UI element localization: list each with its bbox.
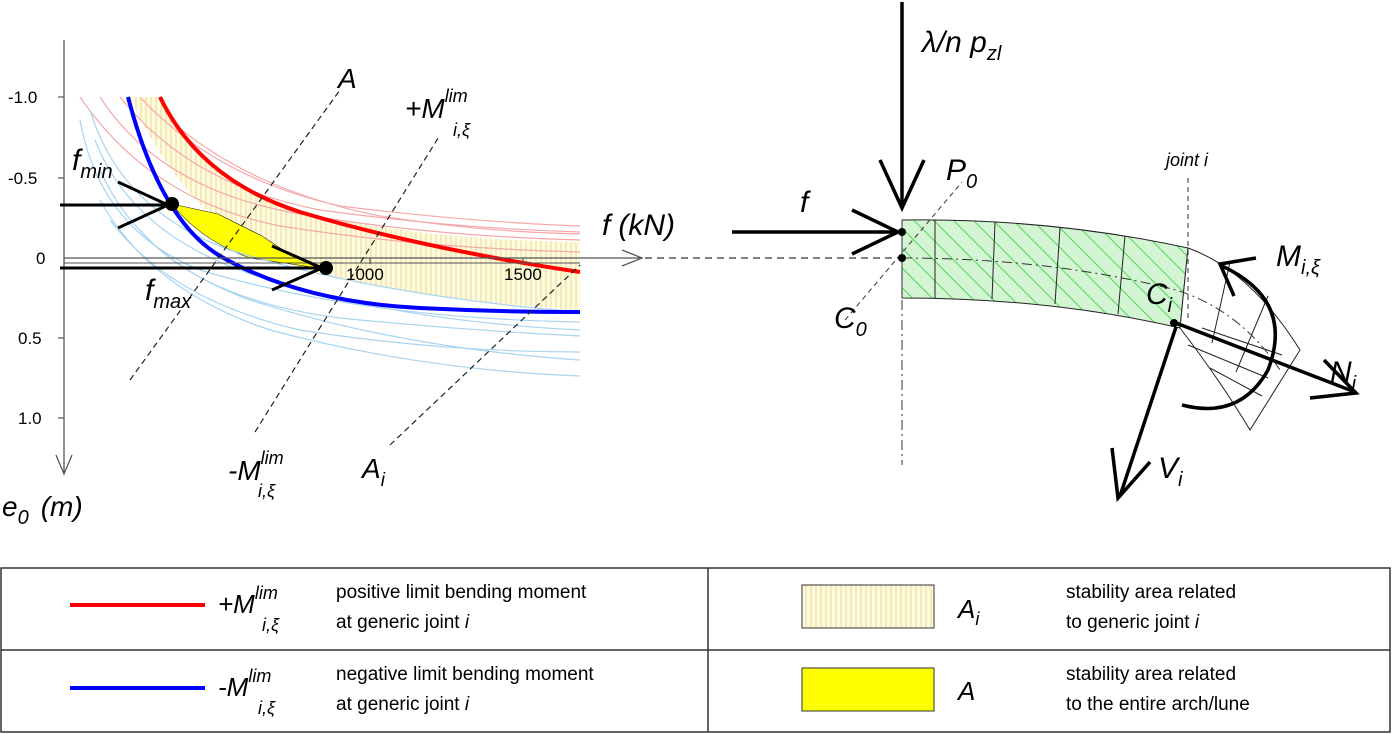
N-arrowhead bbox=[1309, 358, 1360, 400]
y-tick-label: 0 bbox=[36, 249, 45, 268]
legend-yellow-swatch bbox=[801, 667, 935, 712]
C0-point bbox=[898, 254, 906, 262]
legend-text: to generic joint i bbox=[1066, 612, 1200, 633]
legend-A: A bbox=[956, 676, 975, 706]
tick-marks bbox=[58, 96, 524, 419]
legend-text: to the entire arch/lune bbox=[1066, 694, 1250, 715]
load-arrowhead bbox=[878, 159, 926, 213]
x-axis-arrowhead bbox=[621, 249, 644, 267]
N-label: Ni bbox=[1330, 356, 1357, 395]
minus-M-sub: i,ξ bbox=[258, 481, 276, 501]
y-tick-label: -0.5 bbox=[8, 169, 37, 188]
legend-hatch-swatch bbox=[801, 584, 935, 629]
legend-minus-M: -Mlim bbox=[218, 666, 271, 702]
P0-point bbox=[898, 228, 906, 236]
line-Ai-label: Ai bbox=[360, 453, 386, 491]
P0-label: P0 bbox=[946, 154, 977, 193]
legend-Ai: Ai bbox=[956, 594, 980, 629]
y-tick-label: 0.5 bbox=[18, 329, 42, 348]
line-Ai bbox=[389, 264, 581, 446]
legend-text: stability area related bbox=[1066, 664, 1236, 685]
V-arrow bbox=[1118, 326, 1178, 497]
f-min-label: fmin bbox=[72, 144, 113, 183]
legend-text: negative limit bending moment bbox=[336, 664, 594, 685]
y-tick-label: -1.0 bbox=[8, 88, 37, 107]
legend-text: at generic joint i bbox=[336, 694, 470, 715]
arch-stability-segment bbox=[901, 219, 1189, 329]
M-arc bbox=[1181, 264, 1277, 411]
M-label: Mi,ξ bbox=[1276, 240, 1321, 279]
line-minus-M bbox=[254, 134, 441, 433]
legend-plus-M: +Mlim bbox=[218, 583, 278, 619]
legend: +Mlim i,ξ positive limit bending moment … bbox=[0, 567, 1391, 733]
y-tick-label: 1.0 bbox=[18, 409, 42, 428]
f-max-label: fmax bbox=[145, 274, 192, 313]
stability-area-Ai bbox=[75, 97, 580, 310]
x-tick-label: 1000 bbox=[346, 265, 384, 284]
legend-minus-M-sub: i,ξ bbox=[258, 698, 276, 718]
N-arrow bbox=[1175, 321, 1356, 394]
plus-M-label: +Mlim bbox=[405, 86, 468, 124]
joint-label: joint i bbox=[1163, 150, 1209, 170]
x-tick-label: 1500 bbox=[504, 265, 542, 284]
f-label: f bbox=[800, 186, 811, 219]
legend-plus-M-sub: i,ξ bbox=[262, 615, 280, 635]
load-label: λ/n pzl bbox=[920, 26, 1002, 65]
Ci-point bbox=[1170, 319, 1178, 327]
M-arrowhead bbox=[1217, 256, 1257, 297]
arch-diagram: λ/n pzl f P0 C0 Ci joint i Mi,ξ Ni Vi bbox=[732, 2, 1360, 503]
minus-M-label: -Mlim bbox=[228, 448, 284, 486]
plus-M-sub: i,ξ bbox=[453, 120, 471, 140]
legend-text: positive limit bending moment bbox=[336, 582, 587, 603]
limit-chart: -1.0 -0.5 0 0.5 1.0 1000 1500 fmin fmax … bbox=[2, 40, 902, 529]
Ci-label: Ci bbox=[1146, 278, 1173, 317]
thrust-line bbox=[844, 181, 963, 321]
legend-text: stability area related bbox=[1066, 582, 1236, 603]
C0-label: C0 bbox=[834, 302, 867, 341]
y-axis-arrowhead bbox=[55, 454, 73, 476]
legend-text: at generic joint i bbox=[336, 612, 470, 633]
x-axis-label: f(kN) bbox=[602, 209, 675, 242]
V-arrowhead bbox=[1110, 447, 1152, 503]
f-max-point bbox=[319, 261, 333, 275]
V-label: Vi bbox=[1158, 452, 1183, 491]
y-axis-label: e0(m) bbox=[2, 491, 83, 529]
negative-limit-moment-curve bbox=[126, 96, 581, 314]
f-min-point bbox=[165, 197, 179, 211]
line-A-label: A bbox=[336, 63, 357, 94]
